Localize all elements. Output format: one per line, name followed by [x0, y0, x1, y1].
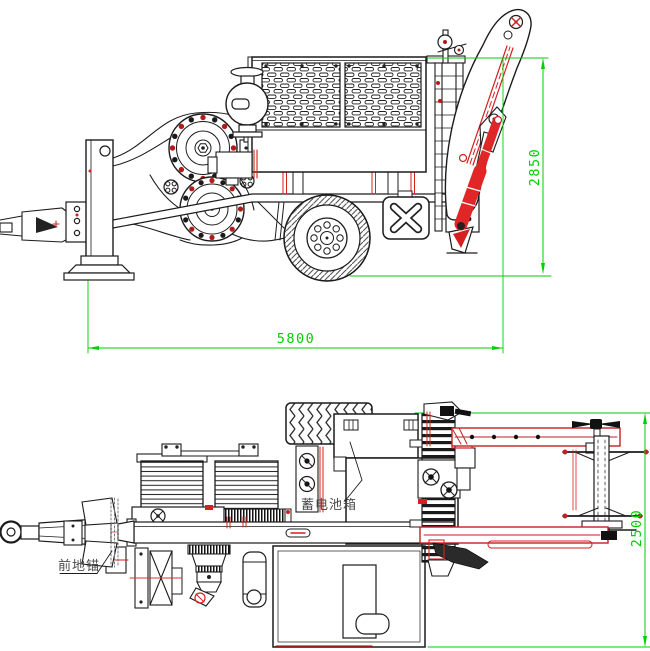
support-leg — [63, 139, 135, 281]
engine-housing — [247, 56, 427, 173]
clip-left — [343, 419, 359, 431]
dimension-height-text: 2850 — [527, 148, 543, 187]
corner-wedge — [432, 542, 489, 570]
hydraulic-cylinder — [454, 115, 503, 231]
rear-red-wedge — [453, 229, 470, 248]
battery-clamp — [295, 445, 324, 513]
drum-left — [140, 460, 204, 510]
front-anchor-label: 前地锚 — [58, 550, 113, 574]
arrow-up-icon — [541, 58, 545, 69]
chassis-rail — [112, 171, 466, 241]
side-view-dimensions: 2850 5800 — [87, 57, 552, 354]
air-cleaner — [225, 66, 269, 138]
oil-tank-plan — [242, 551, 267, 608]
hydraulic-pump — [207, 149, 258, 186]
clamp-bolt-1 — [298, 452, 316, 470]
road-wheel — [283, 194, 371, 282]
battery-box-text: 蓄电池箱 — [301, 497, 357, 513]
handwheel-blade-left — [572, 421, 594, 428]
drive-cone-unit — [187, 544, 231, 607]
front-anchor-text: 前地锚 — [58, 558, 100, 574]
handwheel-blade-right — [598, 421, 620, 428]
cone-red-bolt — [194, 592, 206, 604]
toolbox-x — [382, 190, 430, 240]
jack-mast — [593, 435, 610, 535]
grille-right — [344, 62, 422, 128]
flange-bolt-left — [163, 179, 179, 195]
plan-view: 蓄电池箱 — [0, 401, 650, 648]
arrow-right-icon — [492, 346, 503, 350]
arrow-up-icon — [643, 413, 647, 424]
plan-view-dimensions: 2500 — [427, 413, 650, 648]
clip-right — [403, 419, 419, 431]
sheave-bracket — [129, 547, 183, 609]
outrigger-beams — [419, 419, 649, 570]
anchor-leader-line — [96, 550, 113, 574]
rear-platform — [272, 545, 426, 648]
grille-left — [261, 62, 341, 128]
hitch-latch-wedge — [36, 217, 58, 233]
arrow-left-icon — [88, 346, 99, 350]
frame-bolt-1 — [422, 468, 440, 486]
battery-box-label: 蓄电池箱 — [301, 441, 363, 513]
front-anchor-plates — [81, 497, 119, 568]
top-handle — [454, 408, 472, 417]
battery-leader-line — [344, 441, 363, 502]
arrow-down-icon — [541, 263, 545, 274]
dimension-length-text: 5800 — [277, 331, 316, 347]
clamp-bolt-2 — [298, 475, 316, 493]
bull-wheel-drums-plan — [131, 443, 292, 528]
boom-arm — [444, 8, 532, 221]
drum-right — [214, 460, 279, 510]
frame-bolt-2 — [440, 481, 458, 499]
dimension-width-text: 2500 — [629, 509, 645, 548]
side-view: 2850 5800 — [0, 8, 552, 354]
arrow-down-icon — [643, 636, 647, 647]
